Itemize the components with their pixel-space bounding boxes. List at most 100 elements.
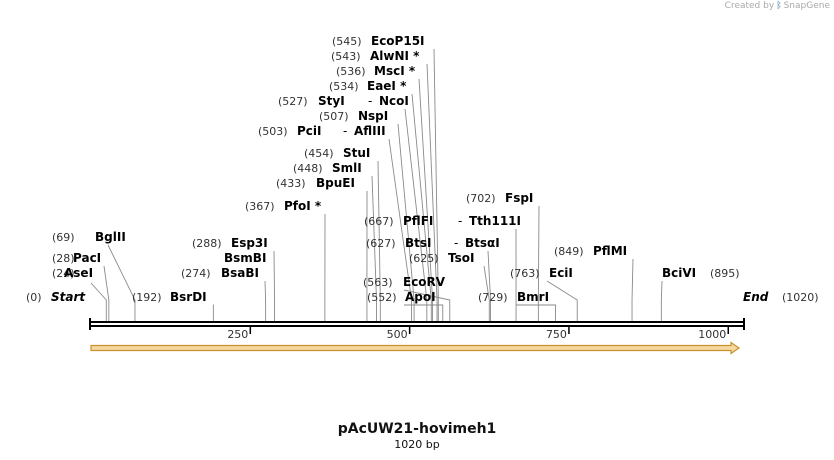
site-connector <box>264 280 267 321</box>
site-position-label: (28) <box>52 252 75 265</box>
enzyme-name-label[interactable]: BglII <box>95 230 126 244</box>
start-label: Start <box>51 290 86 304</box>
scale-ticks: 250 500 750 1000 <box>227 327 730 341</box>
enzyme-name-label[interactable]: NcoI <box>379 94 409 108</box>
site-connector <box>660 280 663 321</box>
site-connector <box>273 250 275 321</box>
snapgene-credit: Created by ᛒ SnapGene <box>725 1 830 11</box>
site-position-label: (667) <box>364 215 394 228</box>
enzyme-name-label[interactable]: MscI * <box>374 64 416 78</box>
site-connector <box>103 265 110 321</box>
site-connector <box>371 175 377 321</box>
scale-tick-label: 250 <box>227 328 248 341</box>
enzyme-name-label[interactable]: EcoP15I <box>371 34 425 48</box>
site-position-label: (367) <box>245 200 275 213</box>
end-label: End <box>743 290 769 304</box>
scale-tick-label: 1000 <box>698 328 726 341</box>
site-position-label: (507) <box>319 110 349 123</box>
site-position-label: (729) <box>478 291 508 304</box>
enzyme-separator: - <box>458 214 462 228</box>
enzyme-name-label[interactable]: BsmBI <box>224 251 266 265</box>
site-connector <box>516 304 557 321</box>
enzyme-name-label[interactable]: NspI <box>358 109 388 123</box>
map-title: pAcUW21-hovimeh1 <box>337 421 497 437</box>
site-position-label: (627) <box>366 237 396 250</box>
enzyme-name-label[interactable]: EcoRV <box>403 275 446 289</box>
enzyme-name-label[interactable]: FspI <box>505 191 533 205</box>
site-position-label: (24) <box>52 267 75 280</box>
enzyme-separator: - <box>343 124 347 138</box>
enzyme-name-label[interactable]: AflIII <box>354 124 386 138</box>
scale-tick-label: 750 <box>546 328 567 341</box>
site-position-label: (69) <box>52 231 75 244</box>
site-position-label: (288) <box>192 237 222 250</box>
end-labels: (0) Start End (1020) <box>26 290 819 304</box>
start-pos-label: (0) <box>26 291 42 304</box>
enzyme-name-label[interactable]: SmlI <box>332 161 362 175</box>
site-lines <box>90 48 663 321</box>
site-connector <box>631 258 634 321</box>
site-position-label: (448) <box>293 162 323 175</box>
enzyme-name-label[interactable]: PflMI <box>593 244 627 258</box>
site-connector <box>404 304 444 321</box>
enzyme-name-label[interactable]: PacI <box>73 251 101 265</box>
credit-brand: SnapGene <box>783 1 830 11</box>
site-position-label: (454) <box>304 147 334 160</box>
site-connector <box>411 93 432 321</box>
site-position-label: (702) <box>466 192 496 205</box>
site-connector <box>377 160 381 321</box>
enzyme-name-label[interactable]: BsrDI <box>170 290 207 304</box>
enzyme-name-label[interactable]: AseI <box>64 266 93 280</box>
site-position-label: (545) <box>332 35 362 48</box>
enzyme-name-label[interactable]: Tth111I <box>469 214 521 228</box>
site-position-label: (625) <box>409 252 439 265</box>
enzyme-name-label[interactable]: PciI <box>297 124 322 138</box>
enzyme-name-label[interactable]: BpuEI <box>316 176 355 190</box>
site-connector <box>546 280 578 321</box>
enzyme-name-label[interactable]: EciI <box>549 266 573 280</box>
site-connector <box>90 282 107 321</box>
site-position-label: (895) <box>710 267 740 280</box>
site-position-label: (563) <box>363 276 393 289</box>
site-position-label: (543) <box>331 50 361 63</box>
site-position-label: (849) <box>554 245 584 258</box>
site-connector <box>388 138 412 321</box>
site-connector <box>397 123 415 321</box>
site-position-label: (536) <box>336 65 366 78</box>
enzyme-name-label[interactable]: AlwNI * <box>370 49 420 63</box>
site-connector <box>433 48 439 321</box>
feature-arrow <box>90 341 741 355</box>
enzyme-name-label[interactable]: PflFI <box>403 214 433 228</box>
map-length: 1020 bp <box>394 438 440 451</box>
site-connector <box>107 244 136 321</box>
enzyme-name-label[interactable]: ApoI <box>405 290 436 304</box>
enzyme-name-label[interactable]: BtsαI <box>465 236 500 250</box>
site-position-label: (503) <box>258 125 288 138</box>
enzyme-name-label[interactable]: StyI <box>318 94 345 108</box>
site-position-label: (274) <box>181 267 211 280</box>
site-position-label: (534) <box>329 80 359 93</box>
enzyme-name-label[interactable]: BmrI <box>517 290 549 304</box>
scale-tick-label: 500 <box>387 328 408 341</box>
site-labels: (24)AseI(28)PacI(69)BglII(192)BsrDI(274)… <box>52 34 740 304</box>
enzyme-name-label[interactable]: PfoI * <box>284 199 322 213</box>
enzyme-name-label[interactable]: BsaBI <box>221 266 259 280</box>
site-connector <box>404 108 428 321</box>
site-position-label: (763) <box>510 267 540 280</box>
enzyme-name-label[interactable]: BciVI <box>662 266 696 280</box>
site-connector <box>537 205 540 321</box>
site-connector <box>403 289 451 321</box>
feature-arrow-shape[interactable] <box>90 341 741 355</box>
enzyme-separator: - <box>454 236 458 250</box>
snapgene-logo-icon: ᛒ <box>776 1 782 11</box>
enzyme-name-label[interactable]: BtsI <box>405 236 432 250</box>
enzyme-name-label[interactable]: TsoI <box>448 251 474 265</box>
enzyme-name-label[interactable]: StuI <box>343 146 370 160</box>
enzyme-name-label[interactable]: EaeI * <box>367 79 407 93</box>
enzyme-name-label[interactable]: Esp3I <box>231 236 268 250</box>
site-position-label: (433) <box>276 177 306 190</box>
site-connector <box>483 265 490 321</box>
site-position-label: (527) <box>278 95 308 108</box>
credit-text: Created by <box>724 1 775 11</box>
site-connector <box>426 63 438 321</box>
